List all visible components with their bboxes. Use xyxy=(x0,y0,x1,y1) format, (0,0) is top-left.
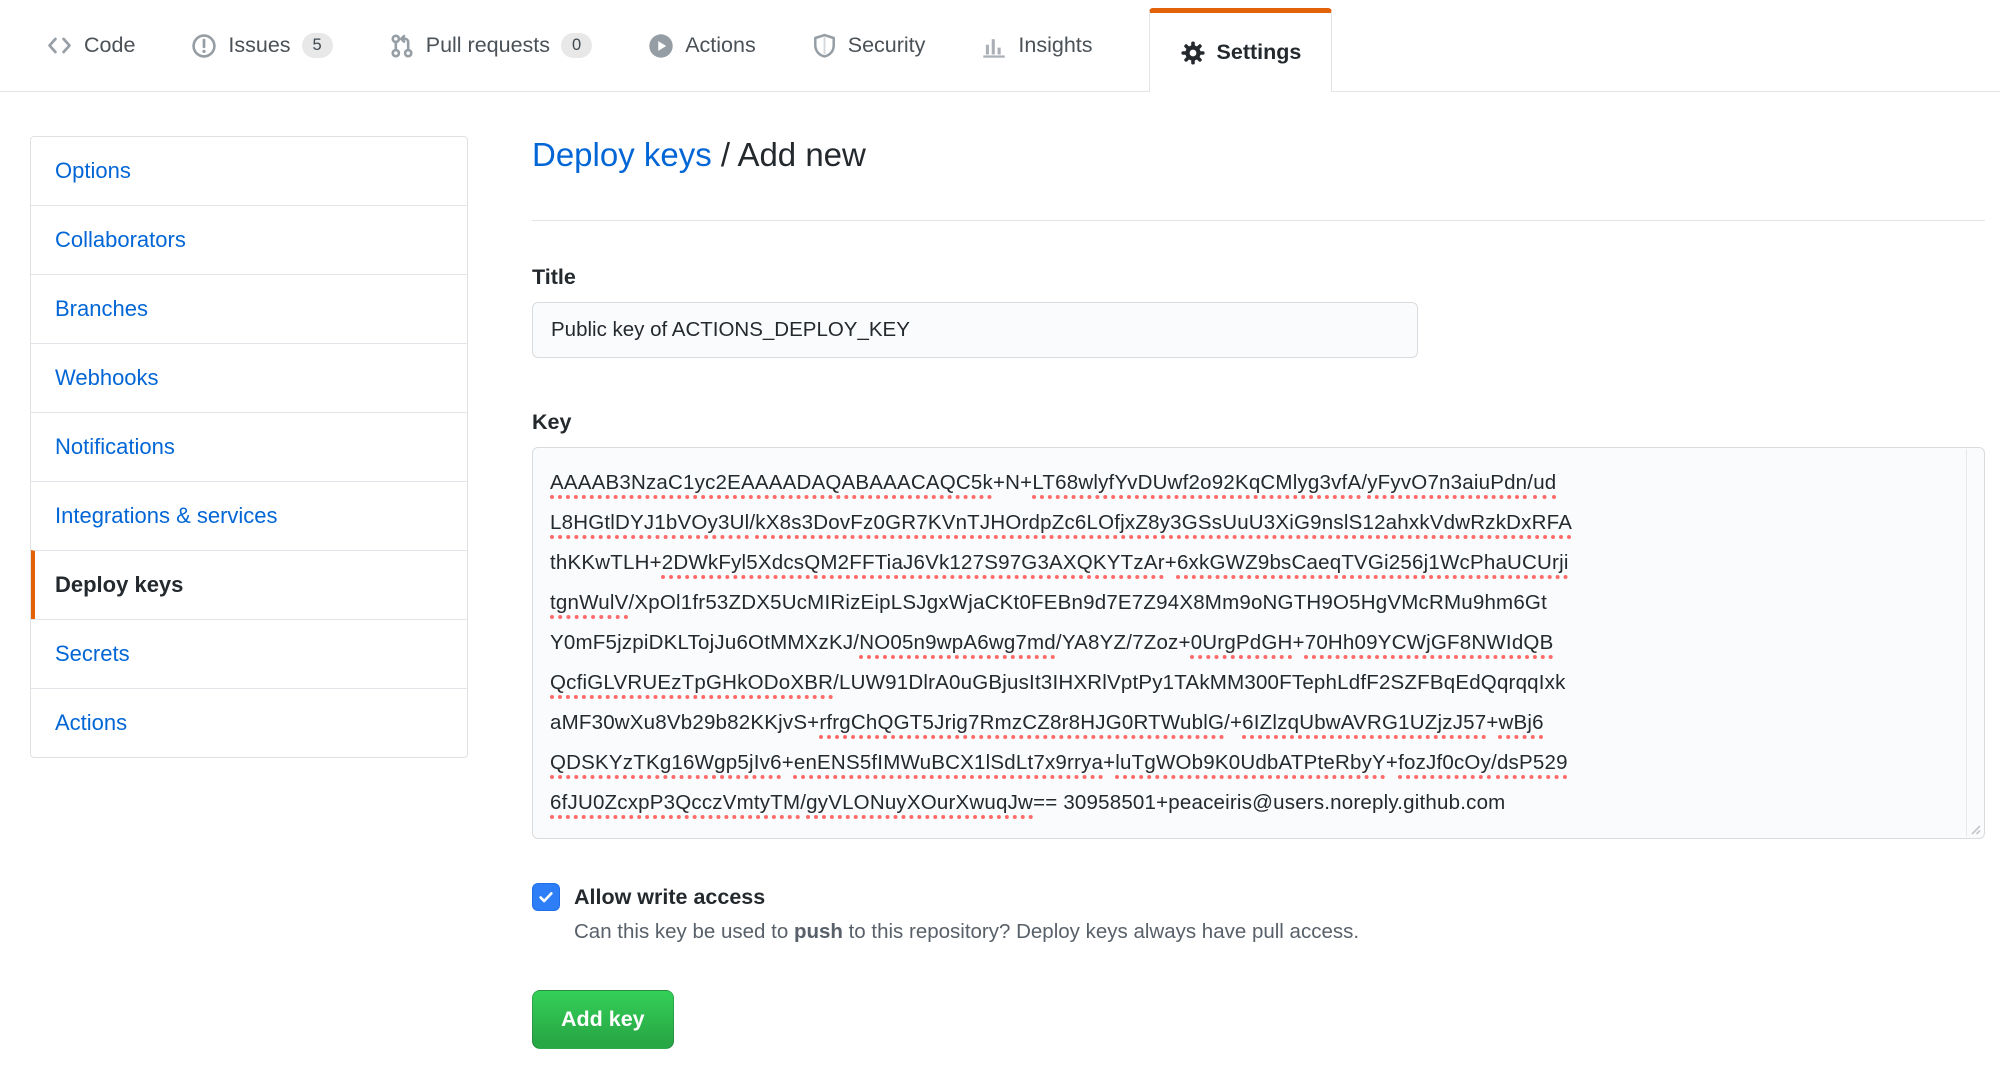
tab-issues[interactable]: Issues 5 xyxy=(191,33,333,59)
tab-security[interactable]: Security xyxy=(812,32,926,59)
title-field-group: Title xyxy=(532,265,1985,358)
tab-label: Code xyxy=(84,33,136,57)
tab-icon xyxy=(812,32,837,59)
tab-icon xyxy=(981,33,1007,59)
sidebar-item-label: Webhooks xyxy=(55,365,159,390)
repo-nav: Code Issues 5 Pull requests 0 Actions Se… xyxy=(0,0,2000,92)
tab-label: Settings xyxy=(1216,40,1302,64)
content-row: Options Collaborators Branches Webhooks … xyxy=(0,136,2000,1049)
settings-sidebar: Options Collaborators Branches Webhooks … xyxy=(30,136,468,758)
tab-actions[interactable]: Actions xyxy=(648,33,756,59)
note-suffix: to this repository? Deploy keys always h… xyxy=(842,920,1360,943)
sidebar-item-deploy-keys[interactable]: Deploy keys xyxy=(31,550,467,619)
count-badge: 5 xyxy=(301,33,333,58)
allow-write-row: Allow write access xyxy=(532,883,1985,911)
sidebar-item-integrations-services[interactable]: Integrations & services xyxy=(31,481,467,550)
textarea-scrollbar[interactable] xyxy=(1966,449,1967,837)
tab-icon xyxy=(389,33,415,59)
tab-label: Issues xyxy=(228,33,291,57)
tab-icon xyxy=(1180,40,1206,66)
issue-opened-icon xyxy=(192,33,217,58)
check-icon xyxy=(539,892,553,903)
sidebar-item-label: Integrations & services xyxy=(55,503,278,528)
tab-label: Insights xyxy=(1018,33,1093,57)
sidebar-item-secrets[interactable]: Secrets xyxy=(31,619,467,688)
sidebar-item-label: Secrets xyxy=(55,641,130,666)
note-push-bold: push xyxy=(793,920,843,943)
deploy-keys-breadcrumb-link[interactable]: Deploy keys xyxy=(532,136,712,173)
tab-icon xyxy=(46,33,73,58)
sidebar-item-notifications[interactable]: Notifications xyxy=(31,412,467,481)
sidebar-item-label: Notifications xyxy=(55,434,175,459)
allow-write-label: Allow write access xyxy=(574,884,766,909)
play-icon xyxy=(649,33,673,58)
tab-icon xyxy=(191,33,217,59)
note-prefix: Can this key be used to xyxy=(574,920,794,943)
allow-write-checkbox[interactable] xyxy=(532,883,560,911)
code-icon xyxy=(48,37,71,54)
key-field-group: Key AAAAB3NzaC1yc2EAAAADAQABAAACAQC5k+N+… xyxy=(532,410,1985,839)
shield-icon xyxy=(813,33,835,58)
breadcrumb-current: Add new xyxy=(737,136,866,173)
sidebar-item-label: Actions xyxy=(55,710,128,735)
tab-icon xyxy=(648,33,674,59)
pull-request-icon xyxy=(391,33,413,58)
add-key-button[interactable]: Add key xyxy=(532,990,674,1049)
tab-label: Security xyxy=(847,33,926,57)
tab-settings[interactable]: Settings xyxy=(1148,8,1333,92)
gear-icon xyxy=(1180,40,1205,65)
tab-code[interactable]: Code xyxy=(46,33,135,58)
count-badge: 0 xyxy=(561,33,593,58)
sidebar-item-label: Branches xyxy=(55,296,148,321)
sidebar-item-label: Options xyxy=(55,158,131,183)
title-input[interactable] xyxy=(532,302,1418,358)
sidebar-item-options[interactable]: Options xyxy=(31,137,467,205)
breadcrumb-separator: / xyxy=(711,136,738,173)
key-text: AAAAB3NzaC1yc2EAAAADAQABAAACAQC5k+N+LT68… xyxy=(550,471,1573,814)
main-content: Deploy keys / Add new Title Key AAAAB3Nz… xyxy=(532,136,1985,1049)
tab-label: Pull requests xyxy=(425,33,551,57)
resize-grip[interactable] xyxy=(1967,821,1982,836)
sidebar-item-collaborators[interactable]: Collaborators xyxy=(31,205,467,274)
sidebar-item-label: Deploy keys xyxy=(55,572,184,597)
tab-label: Actions xyxy=(685,33,756,57)
sidebar-item-label: Collaborators xyxy=(55,227,186,252)
key-textarea[interactable]: AAAAB3NzaC1yc2EAAAADAQABAAACAQC5k+N+LT68… xyxy=(532,447,1985,839)
sidebar-item-branches[interactable]: Branches xyxy=(31,274,467,343)
key-label: Key xyxy=(532,410,572,434)
sidebar-item-webhooks[interactable]: Webhooks xyxy=(31,343,467,412)
page-title: Deploy keys / Add new xyxy=(532,136,1985,221)
title-label: Title xyxy=(532,265,576,289)
write-access-note: Can this key be used to push to this rep… xyxy=(532,920,1985,944)
graph-icon xyxy=(983,38,1006,58)
sidebar-item-actions[interactable]: Actions xyxy=(31,688,467,757)
tab-insights[interactable]: Insights xyxy=(981,33,1093,59)
tab-pull-requests[interactable]: Pull requests 0 xyxy=(389,33,593,59)
